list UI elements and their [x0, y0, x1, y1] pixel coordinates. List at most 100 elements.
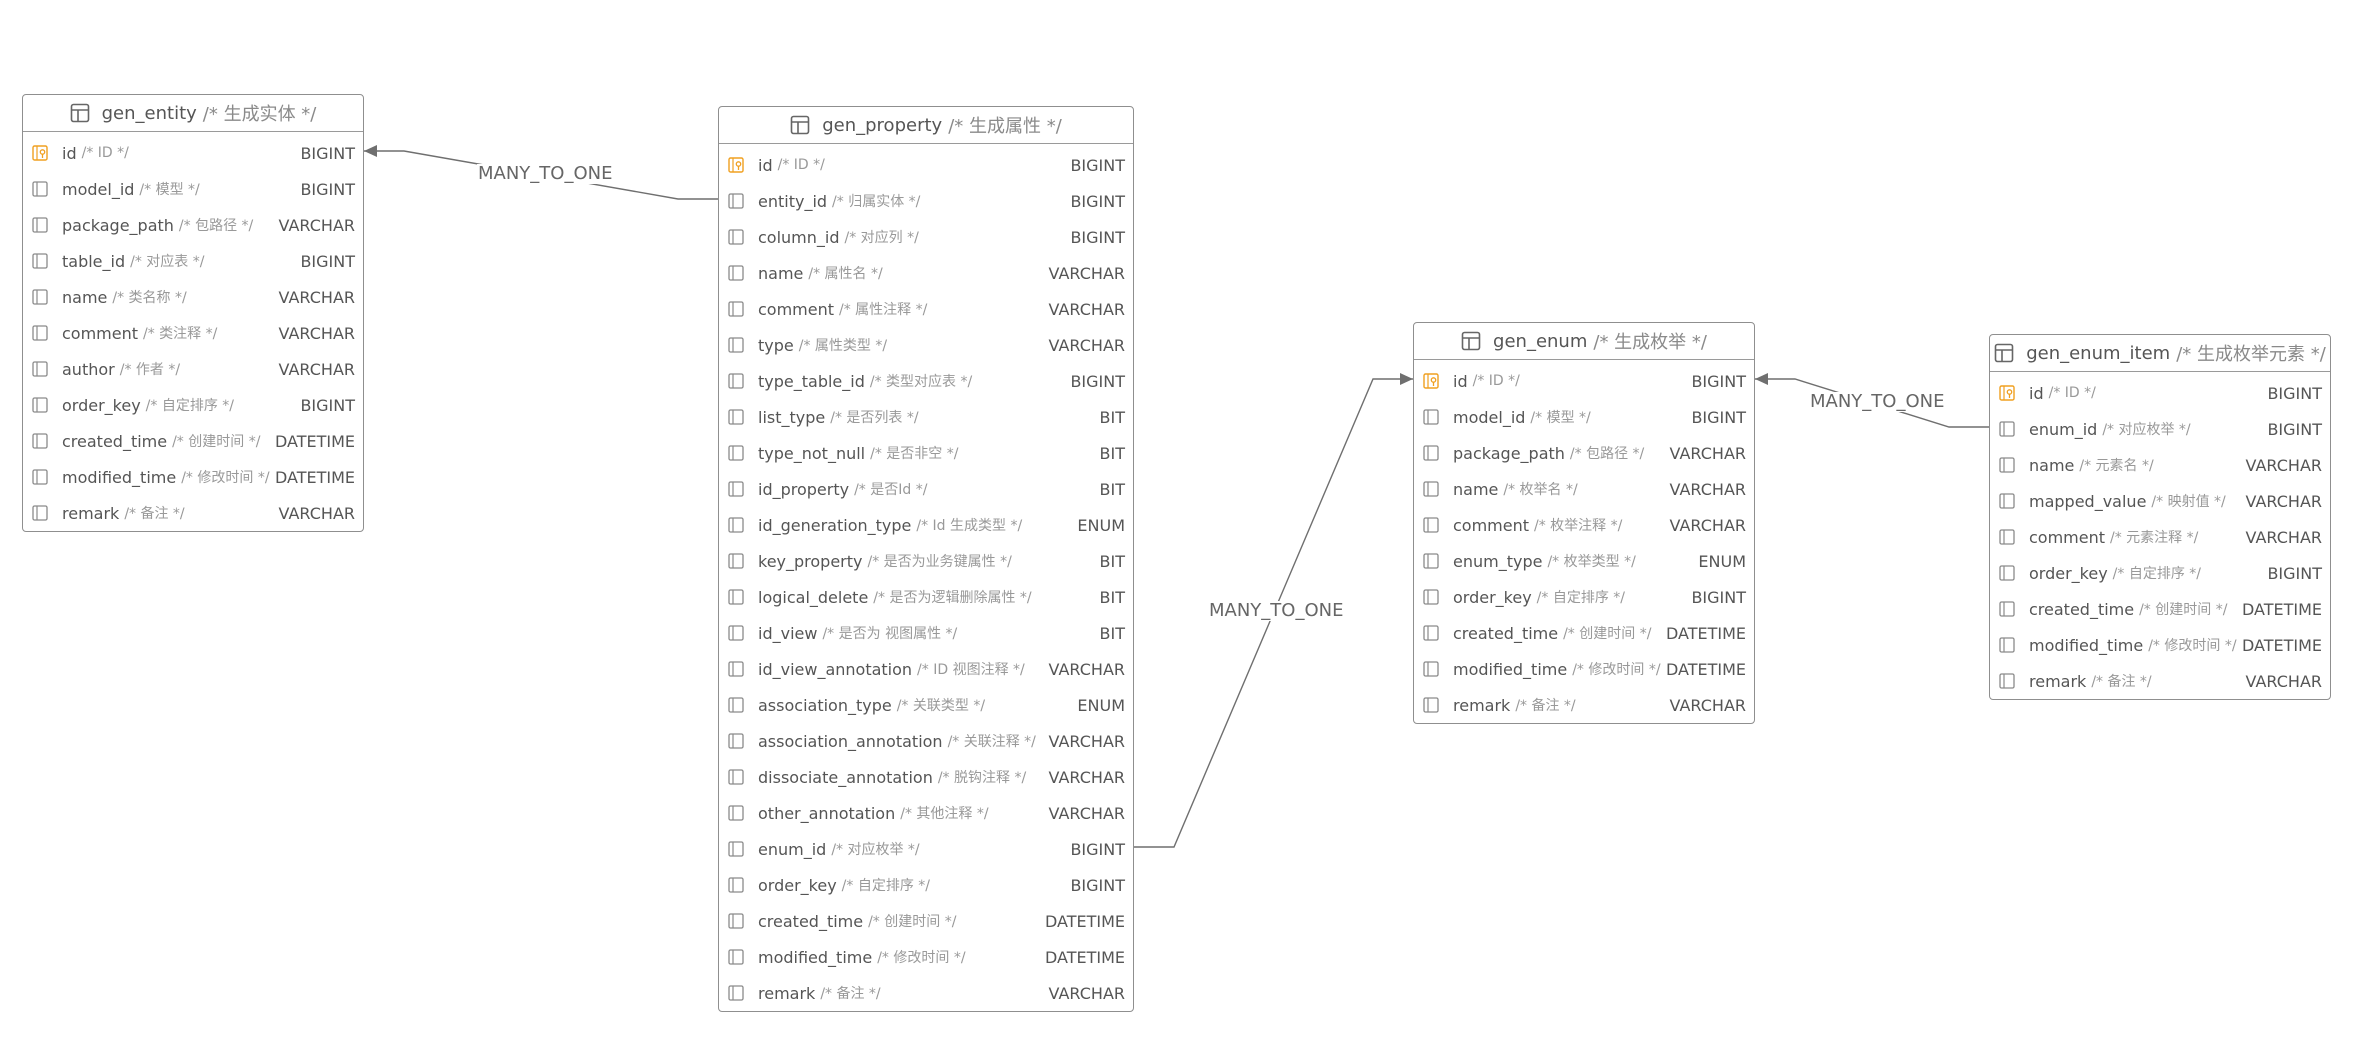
- column-row-name[interactable]: name/* 类名称 */VARCHAR: [23, 279, 363, 315]
- column-name: remark: [62, 503, 120, 523]
- column-row-model-id[interactable]: model_id/* 模型 */BIGINT: [23, 171, 363, 207]
- column-row-table-id[interactable]: table_id/* 对应表 */BIGINT: [23, 243, 363, 279]
- column-row-dissociate-annotation[interactable]: dissociate_annotation/* 脱钩注释 */VARCHAR: [719, 759, 1133, 795]
- column-row-id[interactable]: id/* ID */BIGINT: [23, 135, 363, 171]
- column-row-modified-time[interactable]: modified_time/* 修改时间 */DATETIME: [1990, 627, 2330, 663]
- column-row-comment[interactable]: comment/* 属性注释 */VARCHAR: [719, 291, 1133, 327]
- relation-label[interactable]: MANY_TO_ONE: [1208, 600, 1345, 621]
- relation-label[interactable]: MANY_TO_ONE: [477, 163, 614, 184]
- column-row-id-generation-type[interactable]: id_generation_type/* Id 生成类型 */ENUM: [719, 507, 1133, 543]
- column-row-key-property[interactable]: key_property/* 是否为业务键属性 */BIT: [719, 543, 1133, 579]
- column-icon: [1423, 481, 1439, 497]
- column-type: BIGINT: [2267, 563, 2322, 583]
- column-type: DATETIME: [1665, 623, 1746, 643]
- column-name: association_type: [758, 695, 892, 715]
- column-row-created-time[interactable]: created_time/* 创建时间 */DATETIME: [1414, 615, 1754, 651]
- column-row-list-type[interactable]: list_type/* 是否列表 */BIT: [719, 399, 1133, 435]
- table-gen-enum-item[interactable]: gen_enum_item/* 生成枚举元素 */id/* ID */BIGIN…: [1989, 334, 2331, 700]
- column-name: comment: [1453, 515, 1530, 535]
- column-row-remark[interactable]: remark/* 备注 */VARCHAR: [719, 975, 1133, 1011]
- column-row-order-key[interactable]: order_key/* 自定排序 */BIGINT: [1414, 579, 1754, 615]
- column-type: VARCHAR: [1669, 695, 1746, 715]
- column-name: entity_id: [758, 191, 828, 211]
- column-row-mapped-value[interactable]: mapped_value/* 映射值 */VARCHAR: [1990, 483, 2330, 519]
- column-name: author: [62, 359, 115, 379]
- table-header[interactable]: gen_entity/* 生成实体 */: [23, 95, 363, 132]
- column-icon: [728, 589, 744, 605]
- column-row-column-id[interactable]: column_id/* 对应列 */BIGINT: [719, 219, 1133, 255]
- column-row-logical-delete[interactable]: logical_delete/* 是否为逻辑删除属性 */BIT: [719, 579, 1133, 615]
- column-row-type[interactable]: type/* 属性类型 */VARCHAR: [719, 327, 1133, 363]
- column-row-entity-id[interactable]: entity_id/* 归属实体 */BIGINT: [719, 183, 1133, 219]
- column-type: VARCHAR: [2245, 455, 2322, 475]
- column-row-remark[interactable]: remark/* 备注 */VARCHAR: [23, 495, 363, 531]
- column-row-order-key[interactable]: order_key/* 自定排序 */BIGINT: [23, 387, 363, 423]
- column-icon: [32, 505, 48, 521]
- table-header[interactable]: gen_enum_item/* 生成枚举元素 */: [1990, 335, 2330, 372]
- column-row-remark[interactable]: remark/* 备注 */VARCHAR: [1990, 663, 2330, 699]
- column-type: BIGINT: [1070, 191, 1125, 211]
- column-row-association-annotation[interactable]: association_annotation/* 关联注释 */VARCHAR: [719, 723, 1133, 759]
- column-comment: /* 备注 */: [820, 986, 881, 1002]
- column-row-order-key[interactable]: order_key/* 自定排序 */BIGINT: [719, 867, 1133, 903]
- column-type: BIGINT: [1070, 371, 1125, 391]
- column-icon: [728, 697, 744, 713]
- column-row-created-time[interactable]: created_time/* 创建时间 */DATETIME: [719, 903, 1133, 939]
- table-comment: /* 生成枚举元素 */: [2176, 344, 2326, 365]
- column-row-model-id[interactable]: model_id/* 模型 */BIGINT: [1414, 399, 1754, 435]
- column-row-id[interactable]: id/* ID */BIGINT: [1414, 363, 1754, 399]
- column-type: BIGINT: [1070, 839, 1125, 859]
- column-name: order_key: [1453, 587, 1532, 607]
- column-name: model_id: [1453, 407, 1526, 427]
- column-icon: [728, 193, 744, 209]
- column-icon: [728, 337, 744, 353]
- column-row-enum-id[interactable]: enum_id/* 对应枚举 */BIGINT: [1990, 411, 2330, 447]
- column-row-modified-time[interactable]: modified_time/* 修改时间 */DATETIME: [1414, 651, 1754, 687]
- column-row-id[interactable]: id/* ID */BIGINT: [719, 147, 1133, 183]
- column-type: BIGINT: [1691, 407, 1746, 427]
- column-row-order-key[interactable]: order_key/* 自定排序 */BIGINT: [1990, 555, 2330, 591]
- column-row-modified-time[interactable]: modified_time/* 修改时间 */DATETIME: [23, 459, 363, 495]
- column-row-id-property[interactable]: id_property/* 是否Id */BIT: [719, 471, 1133, 507]
- table-header[interactable]: gen_property/* 生成属性 */: [719, 107, 1133, 144]
- column-row-type-not-null[interactable]: type_not_null/* 是否非空 */BIT: [719, 435, 1133, 471]
- column-row-comment[interactable]: comment/* 类注释 */VARCHAR: [23, 315, 363, 351]
- column-row-id[interactable]: id/* ID */BIGINT: [1990, 375, 2330, 411]
- column-row-comment[interactable]: comment/* 枚举注释 */VARCHAR: [1414, 507, 1754, 543]
- column-comment: /* 类型对应表 */: [869, 374, 973, 390]
- column-row-remark[interactable]: remark/* 备注 */VARCHAR: [1414, 687, 1754, 723]
- column-icon: [728, 913, 744, 929]
- relation-label[interactable]: MANY_TO_ONE: [1809, 391, 1946, 412]
- column-row-created-time[interactable]: created_time/* 创建时间 */DATETIME: [23, 423, 363, 459]
- column-row-id-view[interactable]: id_view/* 是否为 视图属性 */BIT: [719, 615, 1133, 651]
- table-icon: [70, 103, 90, 123]
- column-row-created-time[interactable]: created_time/* 创建时间 */DATETIME: [1990, 591, 2330, 627]
- column-comment: /* ID */: [1472, 373, 1520, 389]
- column-name: created_time: [1453, 623, 1559, 643]
- column-type: ENUM: [1077, 515, 1125, 535]
- column-row-name[interactable]: name/* 枚举名 */VARCHAR: [1414, 471, 1754, 507]
- column-row-id-view-annotation[interactable]: id_view_annotation/* ID 视图注释 */VARCHAR: [719, 651, 1133, 687]
- column-row-modified-time[interactable]: modified_time/* 修改时间 */DATETIME: [719, 939, 1133, 975]
- table-header[interactable]: gen_enum/* 生成枚举 */: [1414, 323, 1754, 360]
- column-row-author[interactable]: author/* 作者 */VARCHAR: [23, 351, 363, 387]
- column-row-package-path[interactable]: package_path/* 包路径 */VARCHAR: [1414, 435, 1754, 471]
- column-name: type_not_null: [758, 443, 866, 463]
- column-row-enum-id[interactable]: enum_id/* 对应枚举 */BIGINT: [719, 831, 1133, 867]
- column-row-type-table-id[interactable]: type_table_id/* 类型对应表 */BIGINT: [719, 363, 1133, 399]
- column-row-enum-type[interactable]: enum_type/* 枚举类型 */ENUM: [1414, 543, 1754, 579]
- column-comment: /* 对应列 */: [844, 230, 919, 246]
- column-row-other-annotation[interactable]: other_annotation/* 其他注释 */VARCHAR: [719, 795, 1133, 831]
- column-row-package-path[interactable]: package_path/* 包路径 */VARCHAR: [23, 207, 363, 243]
- column-comment: /* 关联类型 */: [896, 698, 986, 714]
- column-row-name[interactable]: name/* 属性名 */VARCHAR: [719, 255, 1133, 291]
- column-row-name[interactable]: name/* 元素名 */VARCHAR: [1990, 447, 2330, 483]
- column-row-comment[interactable]: comment/* 元素注释 */VARCHAR: [1990, 519, 2330, 555]
- column-row-association-type[interactable]: association_type/* 关联类型 */ENUM: [719, 687, 1133, 723]
- table-name: gen_enum_item: [2026, 342, 2171, 364]
